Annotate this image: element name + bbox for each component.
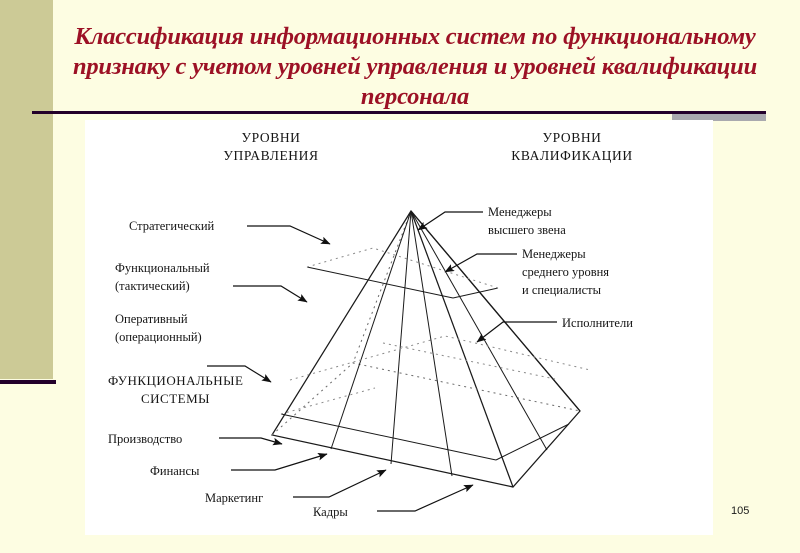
qualification-level-2-label-line3: и специалисты: [522, 283, 602, 297]
pyramid-tier-lines: [280, 266, 570, 461]
qualification-level-3-leader: [476, 321, 557, 343]
management-level-3-label-line2: (операционный): [115, 330, 202, 344]
qualification-level-3-label: Исполнители: [562, 316, 633, 330]
functional-system-3-label: Маркетинг: [205, 491, 263, 505]
functional-system-1-label: Производство: [108, 432, 182, 446]
qualification-level-2-leader: [444, 253, 517, 273]
functional-system-4-label: Кадры: [313, 505, 348, 519]
pyramid-hidden-edges: [271, 210, 581, 436]
band-bottom-rule: [0, 380, 56, 384]
functional-systems-heading-line2: СИСТЕМЫ: [141, 391, 210, 406]
slide-title: Классификация информационных систем по ф…: [72, 23, 758, 110]
management-level-2-leader: [233, 285, 308, 303]
pyramid-edges: [271, 209, 581, 488]
management-level-2-label-line2: (тактический): [115, 279, 190, 293]
functional-system-4-leader: [377, 484, 474, 512]
functional-system-2-label: Финансы: [150, 464, 200, 478]
functional-systems-heading-line1: ФУНКЦИОНАЛЬНЫЕ: [108, 373, 243, 388]
qualification-level-1-label-line2: высшего звена: [488, 223, 566, 237]
levels-of-management-heading-line2: УПРАВЛЕНИЯ: [223, 148, 318, 163]
pyramid-diagram: УРОВНИ УПРАВЛЕНИЯ УРОВНИ КВАЛИФИКАЦИИ: [108, 130, 633, 519]
functional-system-2-leader: [231, 452, 328, 471]
functional-system-3-leader: [293, 469, 387, 498]
title-divider-rule: [32, 111, 766, 114]
qualification-level-2-label-line1: Менеджеры: [522, 247, 586, 261]
title-divider-shadow: [672, 114, 766, 121]
functional-system-1-leader: [219, 437, 283, 446]
qualification-level-2-label-line2: среднего уровня: [522, 265, 609, 279]
pyramid-sector-ribs: [330, 210, 548, 477]
management-level-3-label-line1: Оперативный: [115, 312, 188, 326]
page-number: 105: [731, 505, 750, 517]
qualification-level-1-leader: [417, 211, 483, 231]
pyramid-tier-lines-hidden: [280, 247, 591, 415]
qualification-level-1-label-line1: Менеджеры: [488, 205, 552, 219]
levels-of-qualification-heading-line1: УРОВНИ: [542, 130, 601, 145]
management-level-3-leader: [207, 365, 272, 383]
management-level-1-leader: [247, 225, 331, 245]
management-level-2-label-line1: Функциональный: [115, 261, 210, 275]
diagram-panel: УРОВНИ УПРАВЛЕНИЯ УРОВНИ КВАЛИФИКАЦИИ: [85, 120, 713, 535]
management-level-1-label: Стратегический: [129, 219, 215, 233]
levels-of-management-heading-line1: УРОВНИ: [241, 130, 300, 145]
levels-of-qualification-heading-line2: КВАЛИФИКАЦИИ: [511, 148, 632, 163]
left-decorative-band: [0, 0, 53, 379]
